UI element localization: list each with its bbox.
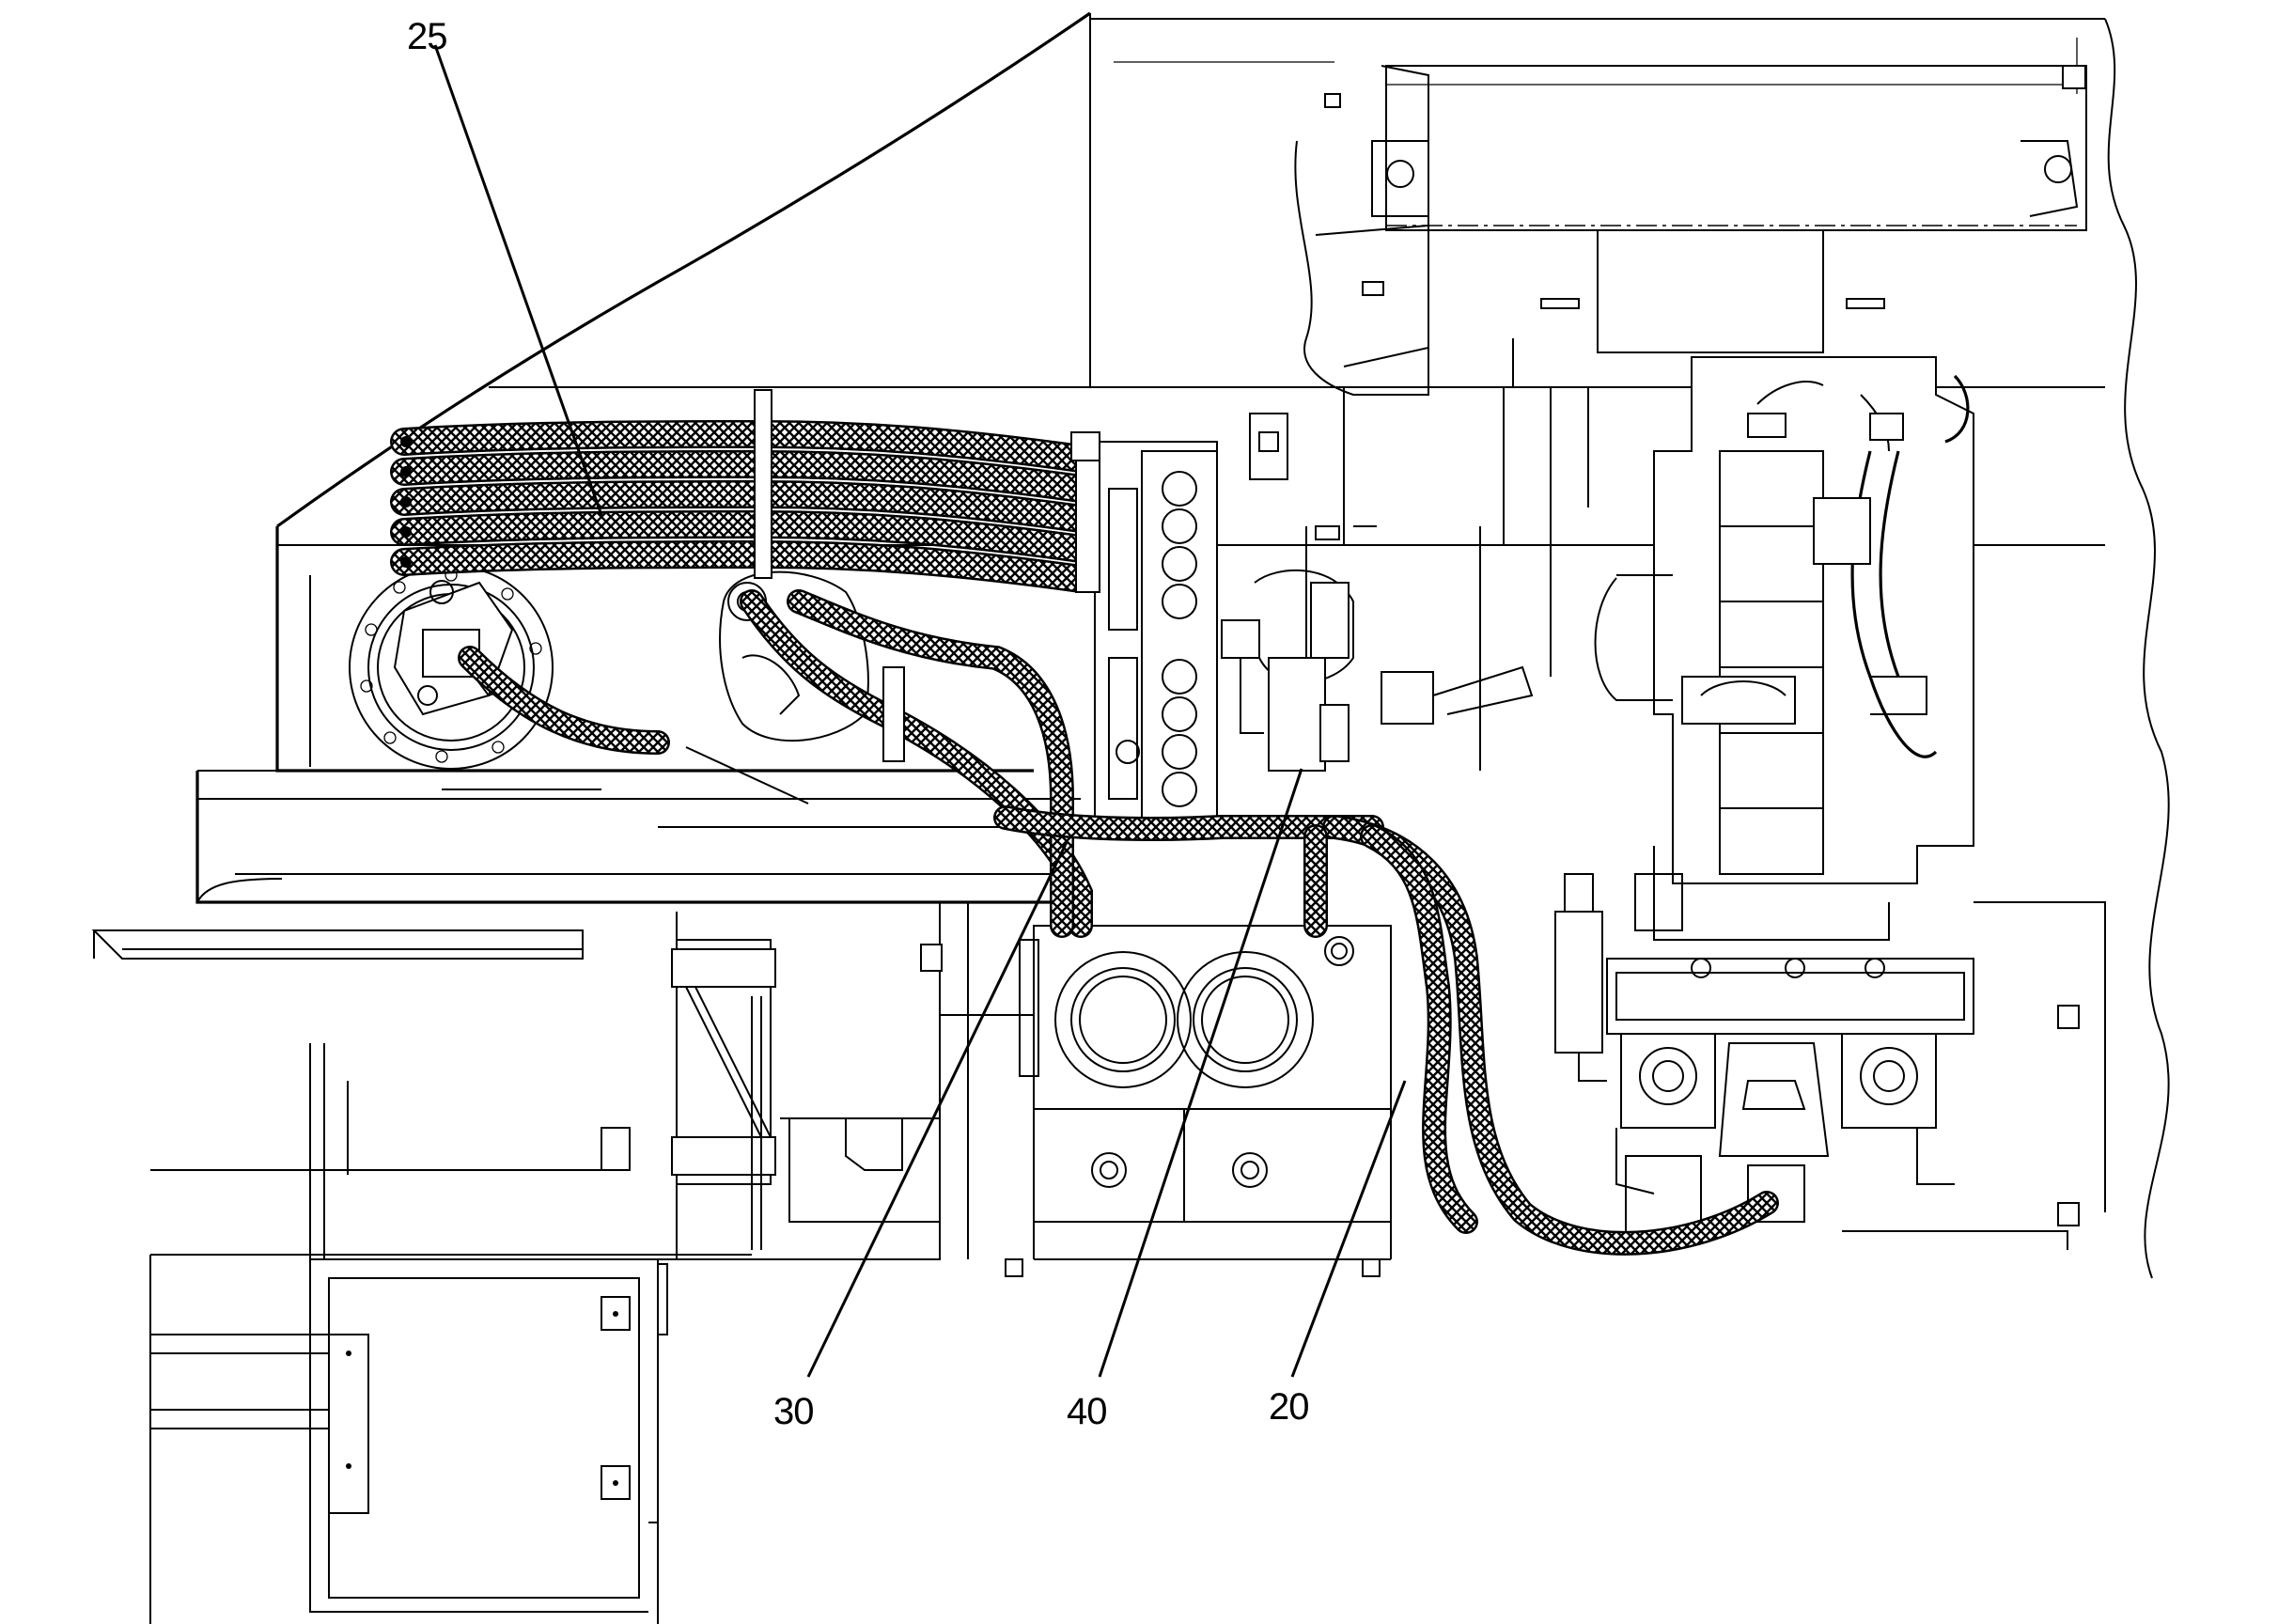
- engine-block: [1594, 356, 1974, 941]
- callout-20: 20: [1269, 1386, 1309, 1428]
- callout-25: 25: [407, 16, 447, 57]
- valve-bank: [1094, 413, 1534, 837]
- guide-rails: [197, 746, 1034, 828]
- right-pump-group: [1554, 873, 2106, 1250]
- callout-30: 30: [773, 1391, 814, 1432]
- lower-structure: [91, 771, 1081, 1624]
- callout-40: 40: [1067, 1391, 1107, 1432]
- centre-frame: [601, 901, 1391, 1260]
- callout-labels: 25 30 40 20: [407, 16, 1310, 1432]
- callout-leaders: [433, 44, 1407, 1378]
- gearbox-block: [1005, 925, 1392, 1277]
- hose-motor: [458, 646, 670, 755]
- hose-20: [1303, 815, 1779, 1256]
- hose-bundle-upper: [390, 389, 1100, 593]
- top-right-cabinet: [1294, 38, 2087, 396]
